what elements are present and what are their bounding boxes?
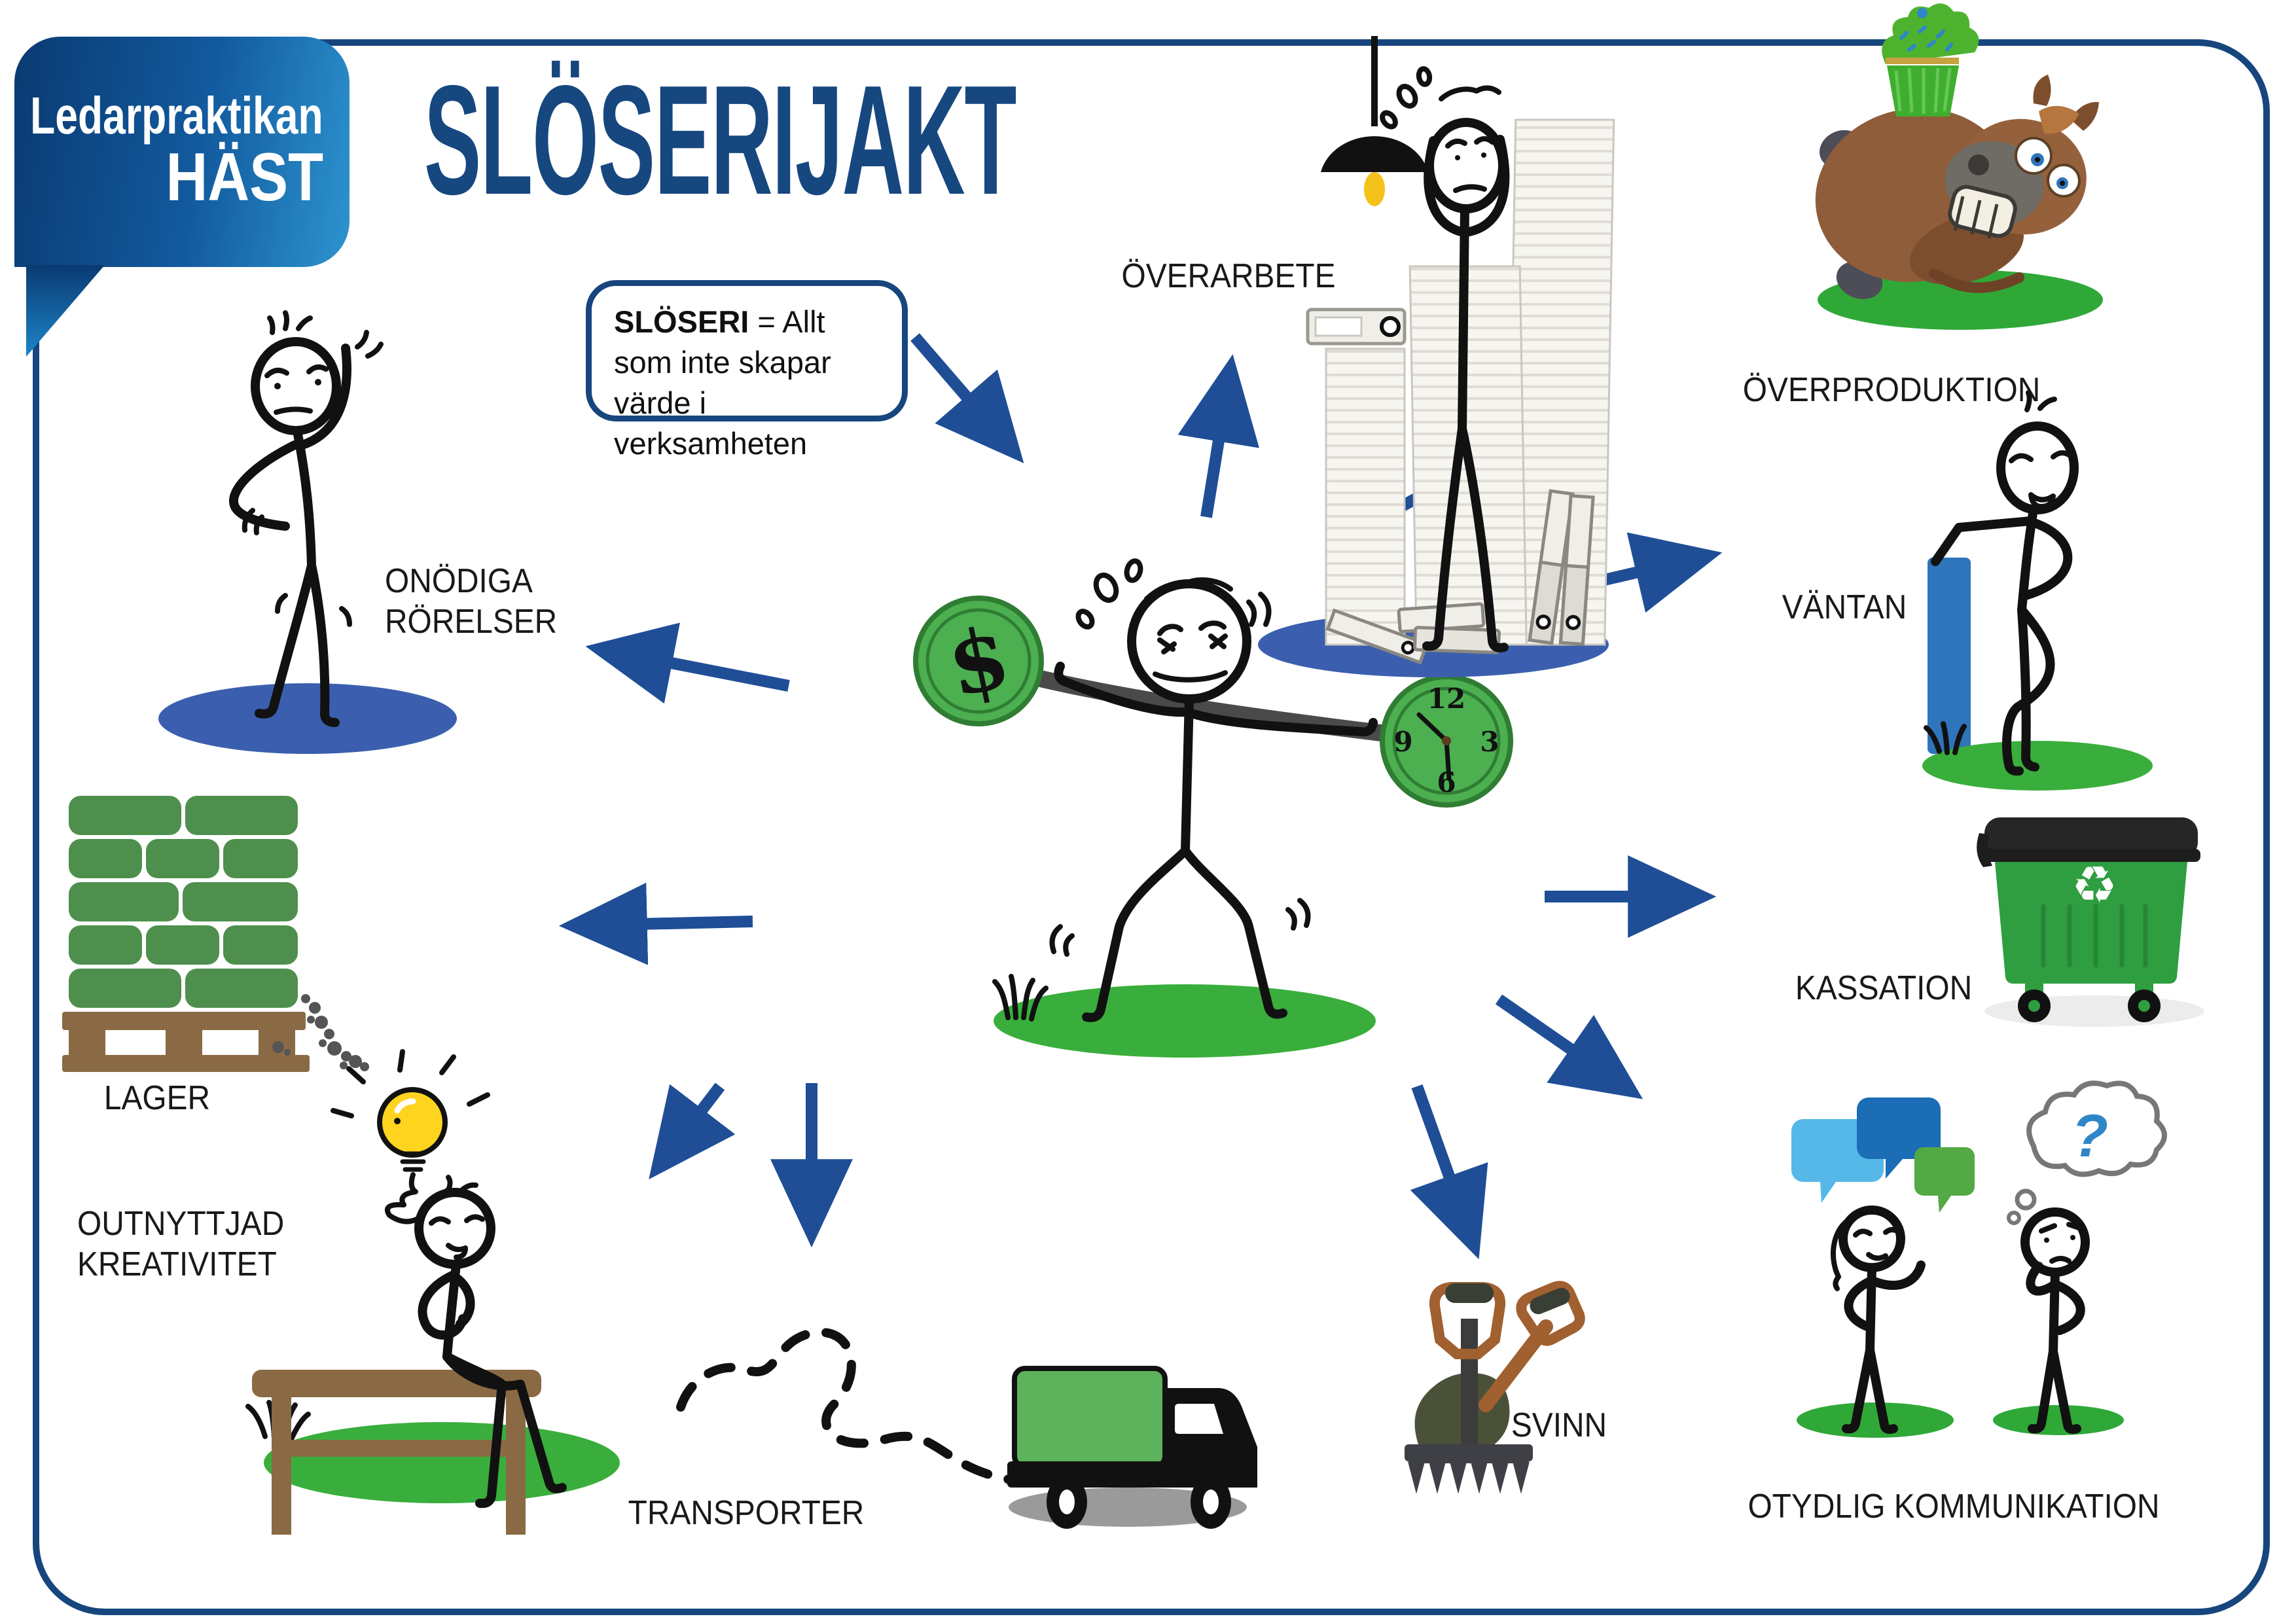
label-svinn: SVINN (1511, 1406, 1607, 1444)
struggling-stick-figure (1049, 558, 1378, 1022)
paper-box-icon (1306, 308, 1407, 346)
callout-term: SLÖSERI (614, 304, 749, 339)
spill-dots (272, 994, 369, 1071)
kassation-scene: ♻ (1977, 817, 2204, 1027)
horse-ear (2070, 101, 2099, 131)
route-dashed-path (676, 1327, 1029, 1486)
horse-teeth (1948, 185, 2017, 239)
label-vantan: VÄNTAN (1782, 588, 1907, 626)
dumpster-handle (1977, 833, 1992, 867)
logo-line2: HÄST (166, 139, 323, 216)
restless-stick-figure (229, 310, 384, 727)
horse-nostril (1968, 154, 1989, 175)
confused-man-stick-figure (2020, 1207, 2090, 1435)
arrow-to-svinn (1410, 1084, 1488, 1260)
overarbete-scene (1258, 36, 1615, 677)
thought-cloud-icon: ? (2007, 1080, 2167, 1225)
fat-horse-icon (1815, 75, 2099, 300)
arrow-to-lager (558, 882, 753, 965)
label-kassation: KASSATION (1795, 969, 1973, 1007)
label-overproduktion: ÖVERPRODUKTION (1742, 371, 2041, 409)
onodiga-rorelser-scene (158, 310, 457, 754)
arrow-to-overarbete (1177, 354, 1259, 518)
otydlig-kommunikation-scene: ? (1791, 1080, 2167, 1438)
dumpster-icon: ♻ (1977, 817, 2200, 1022)
sack-stack-icon (69, 796, 298, 1008)
center-waste-figure: $ 12 3 6 9 (913, 558, 1513, 1058)
lamp-bulb (1364, 172, 1385, 206)
horse-front-leg (1929, 268, 2024, 293)
label-overarbete: ÖVERARBETE (1121, 257, 1336, 295)
dollar-coin-icon: $ (913, 596, 1044, 726)
speech-bubbles-icon (1791, 1097, 1975, 1213)
grass-tuft-icon (992, 974, 1049, 1022)
waiting-post (1928, 558, 1971, 754)
talking-woman-stick-figure (1830, 1205, 1926, 1435)
sweat-drops (1075, 558, 1143, 630)
page-border (33, 39, 2270, 1615)
sweat-drops (1380, 66, 1433, 130)
transporter-scene (676, 1327, 1257, 1529)
pallet-icon (62, 1012, 310, 1072)
label-onodiga-line1: ONÖDIGA (385, 562, 533, 600)
blue-floor-ellipse (158, 683, 457, 754)
cupcake-icon (1882, 3, 1979, 116)
lightbulb-icon (331, 1049, 490, 1227)
clock-12: 12 (1427, 683, 1465, 715)
label-kreativitet-line1: OUTNYTTJAD (77, 1205, 285, 1243)
label-otydlig-kommunikation: OTYDLIG KOMMUNIKATION (1748, 1488, 2160, 1525)
logo-speech-bubble: Ledarpraktikan HÄST (14, 37, 350, 267)
ceiling-lamp-icon (1321, 36, 1428, 206)
overproduktion-scene (1815, 3, 2103, 330)
clock-3: 3 (1480, 726, 1499, 758)
lager-scene (62, 796, 369, 1072)
horse-forelock (2039, 105, 2079, 134)
grass-ellipse (1797, 1402, 1954, 1438)
arrow-to-kreativitet (649, 1082, 736, 1180)
recycle-icon: ♻ (2072, 856, 2117, 914)
vantan-scene (1922, 390, 2153, 791)
grass-ellipse (1818, 270, 2103, 330)
rake-teeth (1408, 1459, 1530, 1494)
thinking-stick-figure (414, 1175, 567, 1508)
overworked-stick-figure (1380, 66, 1510, 652)
grass-tuft-icon (1924, 721, 1967, 755)
arrow-to-onodiga-rorelser (585, 622, 790, 704)
question-mark: ? (2072, 1103, 2108, 1169)
grass-ellipse (264, 1422, 620, 1503)
clock-weight-icon: 12 3 6 9 (1380, 674, 1513, 808)
grass-ellipse (1993, 1405, 2124, 1435)
definition-callout: SLÖSERI = Allt som inte skapar värde i v… (586, 280, 908, 461)
page-title: SLÖSERIJAKT (424, 54, 1016, 227)
waiting-stick-figure (1931, 390, 2079, 776)
label-kreativitet-line2: KREATIVITET (77, 1245, 277, 1283)
arrow-callout-to-center (910, 333, 1024, 463)
label-lager: LAGER (103, 1079, 211, 1117)
label-onodiga-line2: RÖRELSER (385, 603, 558, 641)
clock-9: 9 (1393, 726, 1412, 758)
sprinkles (1899, 26, 1953, 52)
horse-ear (2033, 75, 2051, 106)
grass-ellipse (994, 984, 1376, 1058)
horse-eyes (2015, 137, 2081, 198)
callout-text: = Allt som inte skapar värde i verksamhe… (614, 304, 831, 461)
cupcake-topper (1917, 8, 1928, 18)
dumpster-wheels (2018, 981, 2161, 1022)
shadow-ellipse (1984, 995, 2204, 1027)
logo-line1: Ledarpraktikan (30, 86, 323, 145)
label-transporter: TRANSPORTER (628, 1494, 865, 1532)
truck-icon (1007, 1366, 1257, 1529)
rake-icon (1405, 1282, 1533, 1494)
svinn-scene (1405, 1281, 1585, 1494)
arrow-to-otydlig-kommunikation (1495, 994, 1643, 1099)
kreativitet-scene (245, 1049, 620, 1535)
binders-icon (1325, 489, 1595, 665)
